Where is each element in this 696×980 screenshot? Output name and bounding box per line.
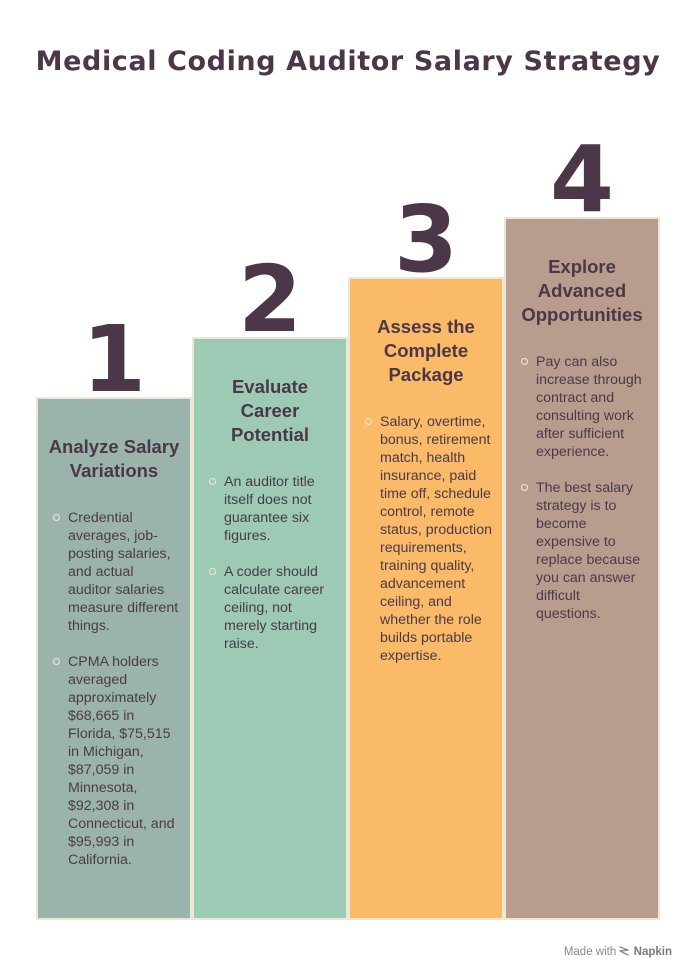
bullet-list: Salary, overtime, bonus, retirement matc…: [350, 413, 502, 665]
step-number: 1: [81, 306, 146, 413]
bullet-item: An auditor title itself does not guarant…: [209, 473, 336, 545]
page-title: Medical Coding Auditor Salary Strategy: [35, 46, 661, 77]
step-heading: Assess the Complete Package: [377, 316, 475, 385]
step-column: Evaluate Career Potential An auditor tit…: [192, 337, 348, 920]
bullet-list: Pay can also increase through contract a…: [506, 353, 658, 623]
step-heading: Evaluate Career Potential: [230, 376, 310, 445]
bullet-list: An auditor title itself does not guarant…: [194, 473, 346, 653]
napkin-brand: Napkin: [633, 946, 672, 958]
bullet-item: Credential averages, job-posting salarie…: [53, 510, 179, 634]
step-column: Assess the Complete Package Salary, over…: [348, 277, 504, 920]
bullet-item: CPMA holders averaged approximately $68,…: [53, 653, 180, 869]
step-heading: Explore Advanced Opportunities: [521, 256, 643, 325]
made-with-text: Made with: [563, 946, 617, 958]
step-column: Analyze Salary Variations Credential ave…: [36, 397, 192, 920]
footer-credit[interactable]: Made with Napkin: [564, 946, 672, 958]
bullet-list: Credential averages, job-posting salarie…: [38, 509, 190, 869]
bullet-item: A coder should calculate career ceiling,…: [209, 563, 336, 653]
napkin-logo-icon: [619, 946, 633, 958]
step-number: 3: [393, 186, 458, 293]
step-number: 2: [237, 246, 302, 353]
bullet-item: Salary, overtime, bonus, retirement matc…: [365, 414, 492, 664]
step-number: 4: [549, 126, 614, 233]
step-heading: Analyze Salary Variations: [48, 436, 180, 481]
bullet-item: The best salary strategy is to become ex…: [521, 479, 648, 623]
step-column: Explore Advanced Opportunities Pay can a…: [504, 217, 660, 920]
bullet-item: Pay can also increase through contract a…: [521, 353, 648, 461]
